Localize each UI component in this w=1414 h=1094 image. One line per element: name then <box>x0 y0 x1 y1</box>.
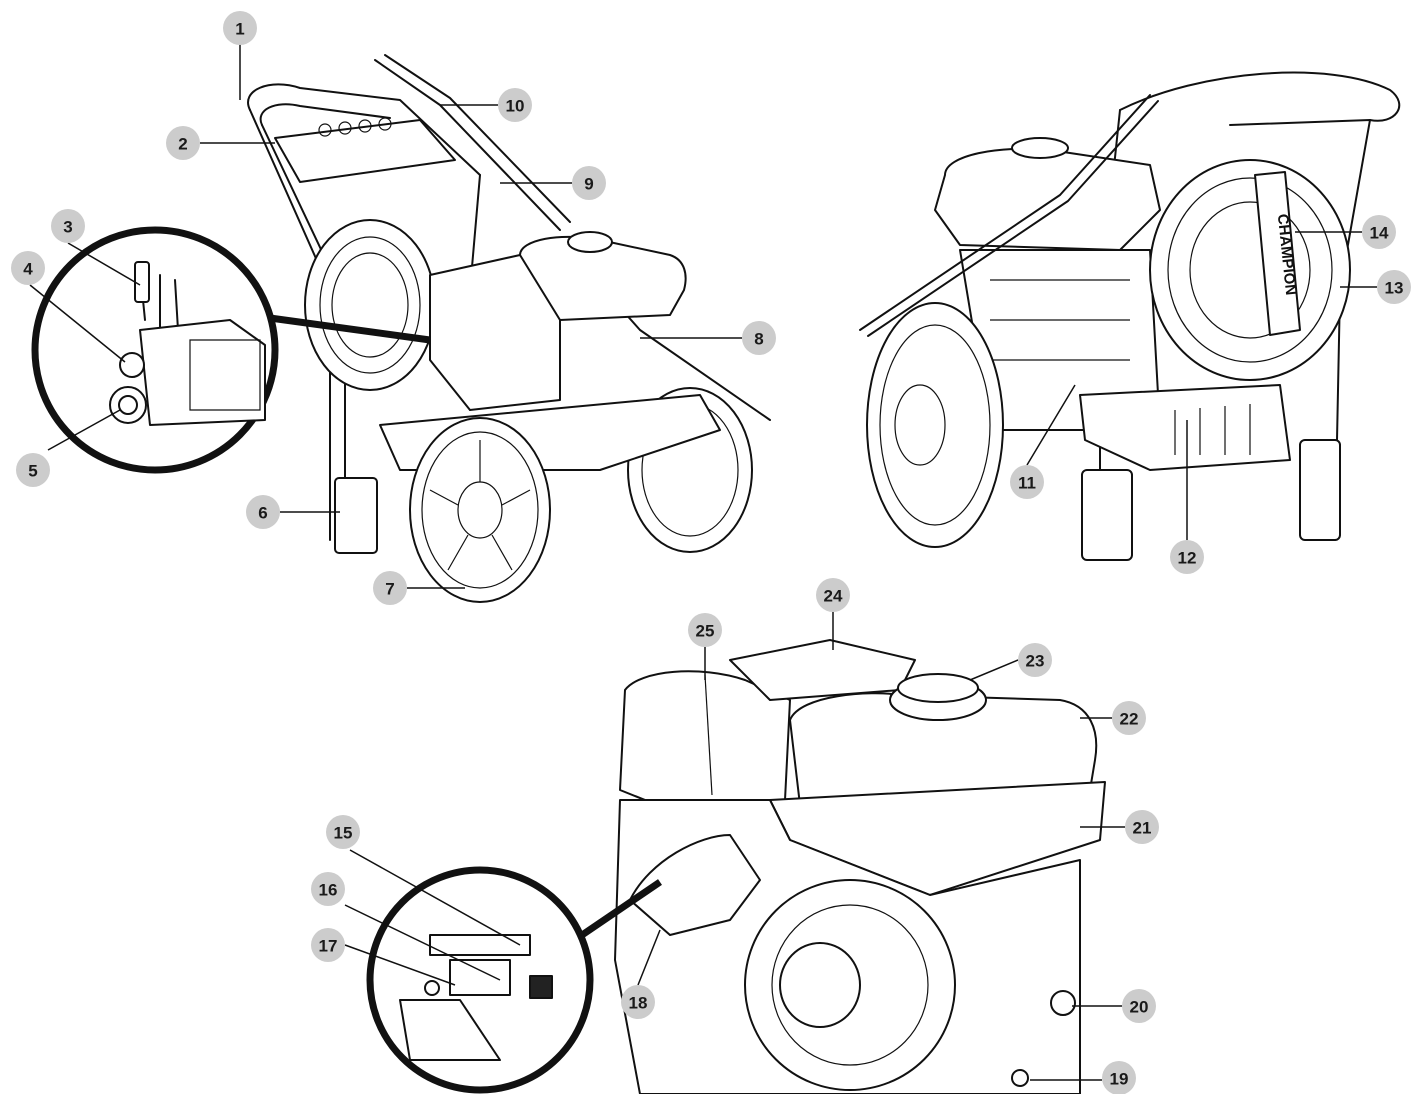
svg-text:22: 22 <box>1120 710 1139 729</box>
callout-13: 13 <box>1377 270 1411 304</box>
svg-text:24: 24 <box>824 587 843 606</box>
callout-2: 2 <box>166 126 200 160</box>
callout-3: 3 <box>51 209 85 243</box>
callout-19: 19 <box>1102 1061 1136 1094</box>
callout-6: 6 <box>246 495 280 529</box>
callout-8: 8 <box>742 321 776 355</box>
front-view-illustration <box>247 54 771 603</box>
callout-23: 23 <box>1018 643 1052 677</box>
callout-14: 14 <box>1362 215 1396 249</box>
callout-16: 16 <box>311 872 345 906</box>
callout-9: 9 <box>572 166 606 200</box>
svg-text:1: 1 <box>235 20 244 39</box>
svg-text:5: 5 <box>28 462 37 481</box>
svg-text:13: 13 <box>1385 279 1404 298</box>
callout-24: 24 <box>816 578 850 612</box>
svg-text:3: 3 <box>63 218 72 237</box>
pump-detail-inset <box>31 226 279 474</box>
svg-text:18: 18 <box>629 994 648 1013</box>
callout-11: 11 <box>1010 465 1044 499</box>
callout-5: 5 <box>16 453 50 487</box>
callout-17: 17 <box>311 928 345 962</box>
callout-20: 20 <box>1122 989 1156 1023</box>
svg-text:21: 21 <box>1133 819 1152 838</box>
svg-text:20: 20 <box>1130 998 1149 1017</box>
svg-text:23: 23 <box>1026 652 1045 671</box>
svg-text:9: 9 <box>584 175 593 194</box>
callout-12: 12 <box>1170 540 1204 574</box>
svg-text:14: 14 <box>1370 224 1389 243</box>
callout-18: 18 <box>621 985 655 1019</box>
svg-text:16: 16 <box>319 881 338 900</box>
callout-15: 15 <box>326 815 360 849</box>
callout-7: 7 <box>373 571 407 605</box>
engine-illustration <box>614 639 1106 1094</box>
leader-lines <box>29 43 1377 1081</box>
svg-text:7: 7 <box>385 580 394 599</box>
choke-detail-inset <box>366 866 662 1094</box>
svg-text:19: 19 <box>1110 1070 1129 1089</box>
svg-text:17: 17 <box>319 937 338 956</box>
callout-22: 22 <box>1112 701 1146 735</box>
callout-21: 21 <box>1125 810 1159 844</box>
svg-text:11: 11 <box>1018 474 1036 493</box>
callout-10: 10 <box>498 88 532 122</box>
svg-text:12: 12 <box>1178 549 1197 568</box>
svg-text:4: 4 <box>23 260 33 279</box>
svg-text:10: 10 <box>506 97 525 116</box>
callout-25: 25 <box>688 613 722 647</box>
svg-text:6: 6 <box>258 504 267 523</box>
svg-text:2: 2 <box>178 135 187 154</box>
svg-text:25: 25 <box>696 622 715 641</box>
rear-view-illustration: CHAMPION <box>859 71 1401 561</box>
callout-4: 4 <box>11 251 45 285</box>
svg-text:15: 15 <box>334 824 353 843</box>
svg-text:8: 8 <box>754 330 763 349</box>
callout-1: 1 <box>223 11 257 45</box>
